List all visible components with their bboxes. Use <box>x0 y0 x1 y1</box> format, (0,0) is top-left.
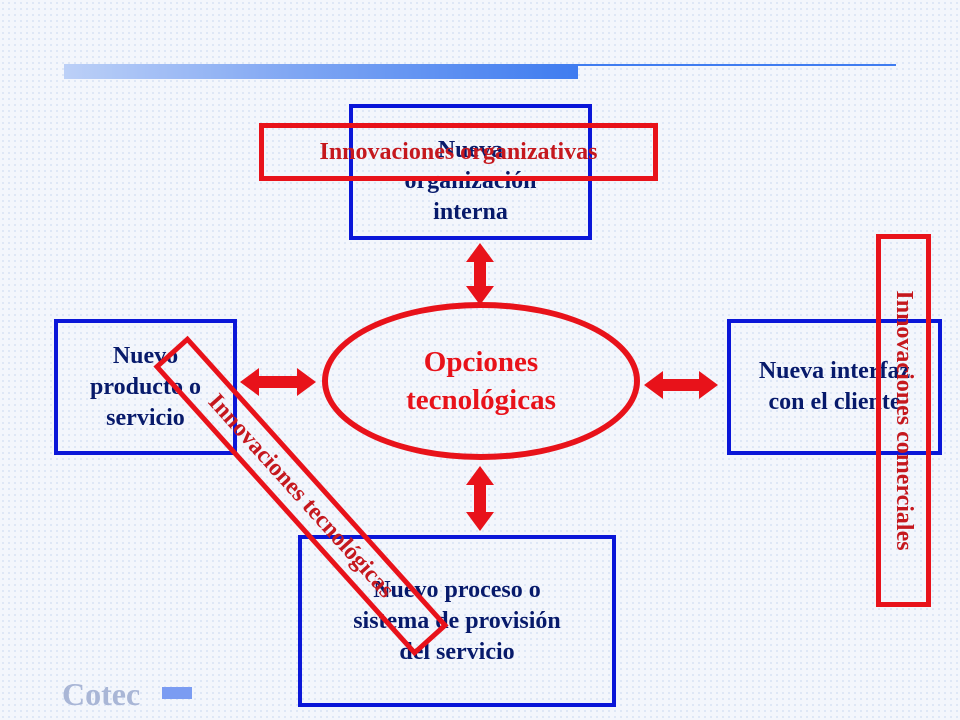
node-nuevo-proceso: Nuevo proceso o sistema de provisión del… <box>298 535 616 707</box>
node-nuevo-producto: Nuevo producto o servicio <box>54 319 237 455</box>
header-accent-line <box>578 64 896 66</box>
arrow-left-icon <box>240 368 316 396</box>
label-organizativas-text: Innovaciones organizativas <box>319 138 598 165</box>
center-label: Opciones tecnológicas <box>406 346 556 416</box>
arrow-bottom-icon <box>466 466 494 531</box>
label-innovaciones-comerciales: Innovaciones comerciales <box>876 234 931 607</box>
node-nueva-interfaz-text: Nueva interfaz con el cliente <box>758 358 911 415</box>
node-nuevo-producto-text: Nuevo producto o servicio <box>90 342 201 431</box>
arrow-right-icon <box>644 371 718 399</box>
cotec-logo-bar <box>162 687 192 699</box>
header-accent-bar <box>64 64 578 79</box>
label-innovaciones-organizativas: Innovaciones organizativas <box>259 123 658 181</box>
cotec-logo: Cotec <box>62 676 141 712</box>
center-opciones-tecnologicas: Opciones tecnológicas <box>322 302 640 460</box>
node-nueva-interfaz: Nueva interfaz con el cliente <box>727 319 942 455</box>
node-nueva-organizacion: Nueva organización interna <box>349 104 592 240</box>
node-nuevo-proceso-text: Nuevo proceso o sistema de provisión del… <box>353 576 561 665</box>
label-comerciales-text: Innovaciones comerciales <box>891 290 917 551</box>
arrow-top-icon <box>466 243 494 305</box>
